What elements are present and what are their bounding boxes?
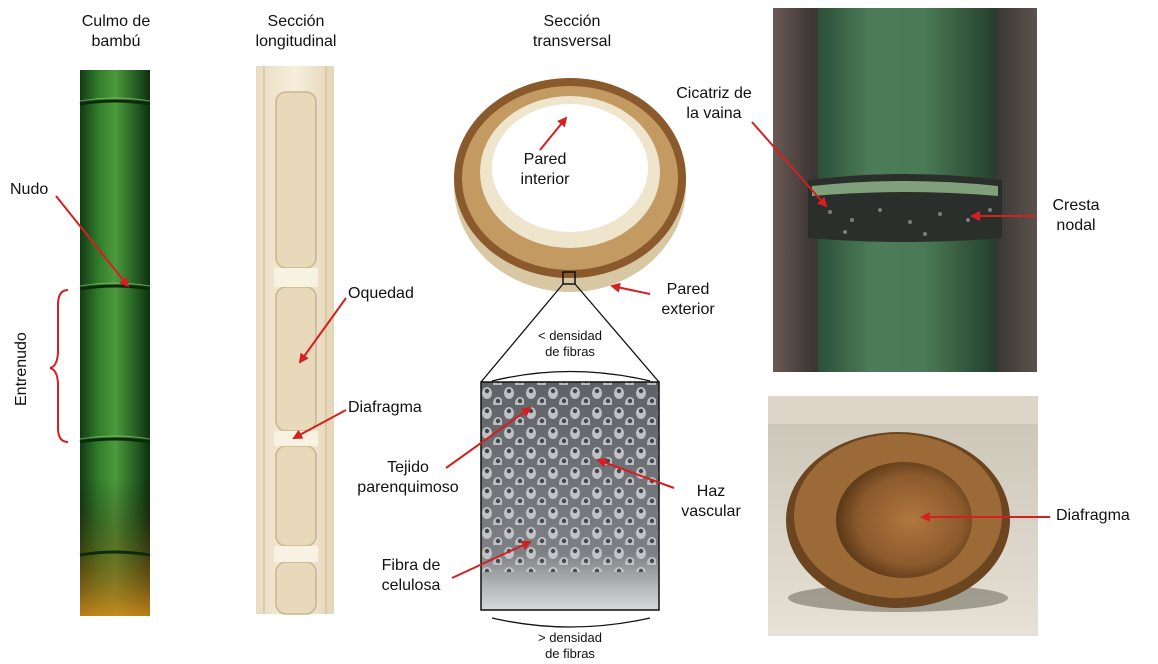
microscope-section-illustration (481, 382, 659, 610)
cavities (276, 92, 316, 614)
label-entrenudo: Entrenudo (12, 332, 32, 406)
header-culm: Culmo de bambú (56, 12, 176, 52)
header-longitudinal: Sección longitudinal (236, 12, 356, 52)
label-cresta: Cresta nodal (1036, 196, 1116, 236)
label-tejido: Tejido parenquimoso (346, 458, 470, 498)
bamboo-culm-illustration (80, 70, 150, 616)
label-mayor-densidad: > densidad de fibras (512, 630, 628, 662)
longitudinal-section-illustration (256, 66, 334, 614)
label-cicatriz: Cicatriz de la vaina (664, 84, 764, 124)
label-haz: Haz vascular (676, 482, 746, 522)
label-oquedad: Oquedad (348, 284, 414, 304)
label-diafragma-photo: Diafragma (1056, 506, 1130, 526)
label-diafragma-long: Diafragma (348, 398, 422, 418)
label-pared-exterior: Pared exterior (648, 280, 728, 320)
header-transverse: Sección transversal (512, 12, 632, 52)
label-pared-interior: Pared interior (500, 150, 590, 190)
entrenudo-brace (50, 290, 68, 442)
label-fibra: Fibra de celulosa (366, 556, 456, 596)
label-nudo: Nudo (10, 180, 48, 200)
label-menor-densidad: < densidad de fibras (512, 328, 628, 360)
arrow-pared-exterior (612, 286, 650, 294)
